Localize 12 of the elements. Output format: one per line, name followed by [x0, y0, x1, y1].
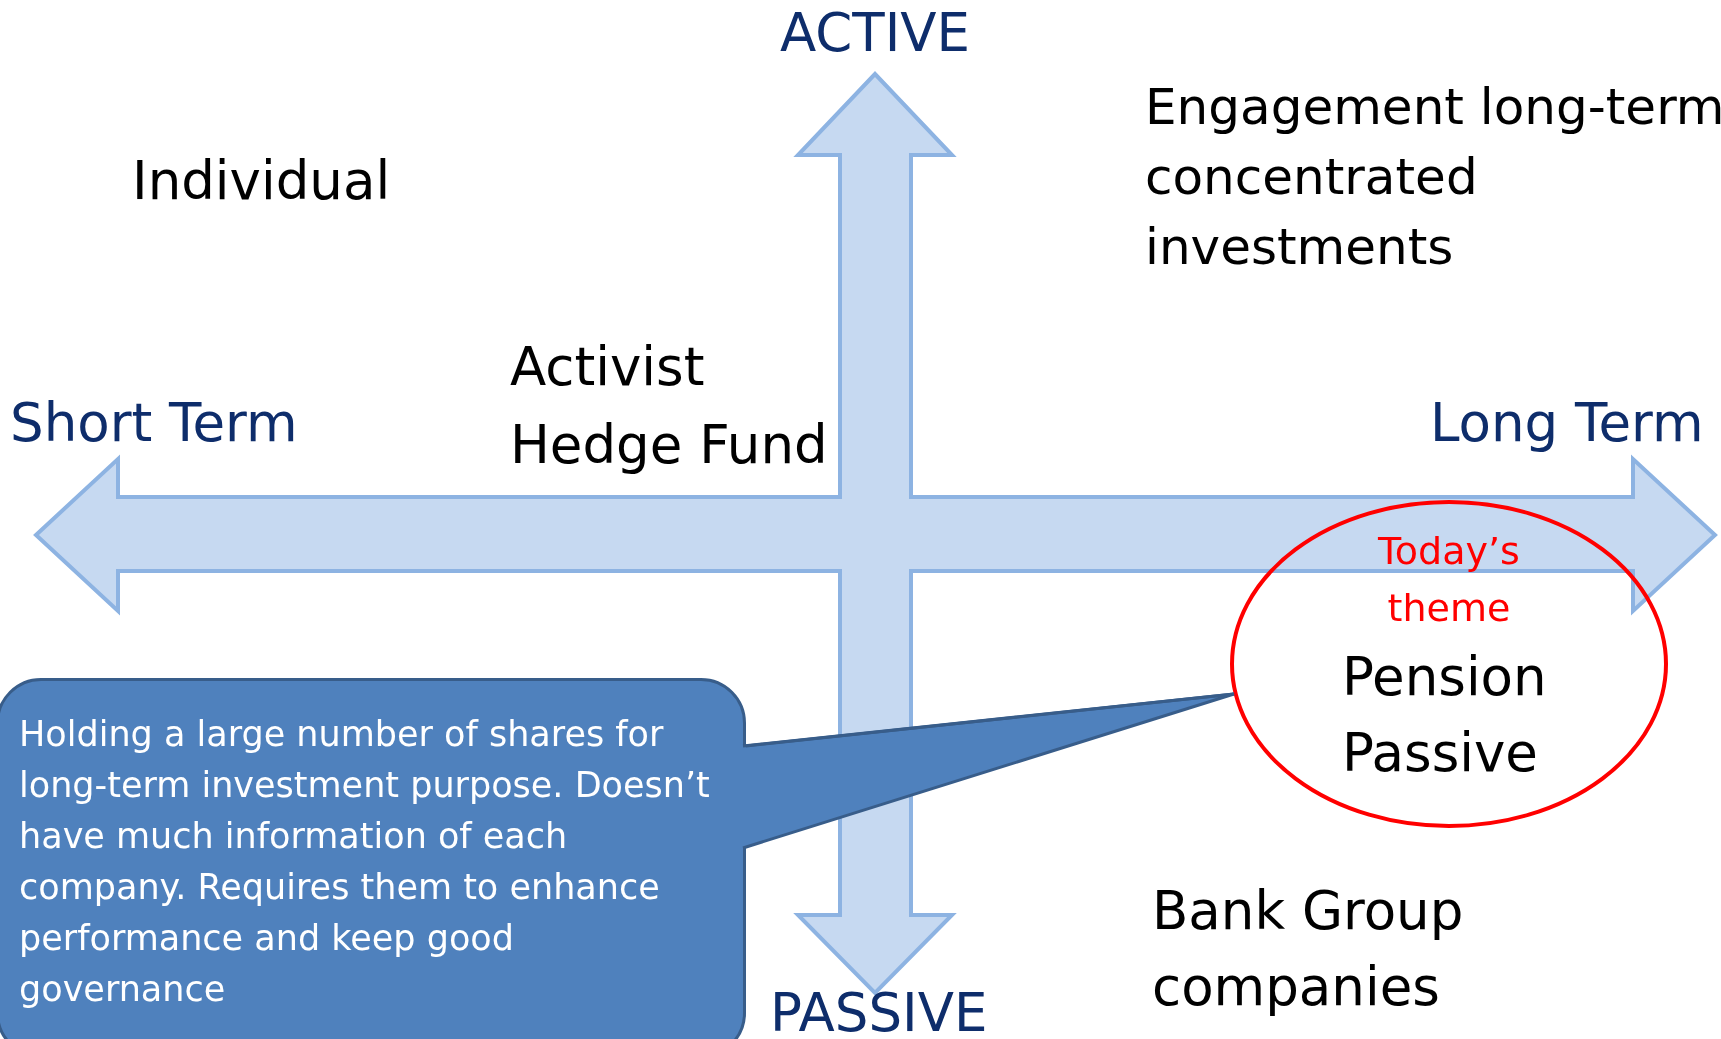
quadrant-label: Pension Passive [1342, 645, 1548, 785]
callout-text: Holding a large number of shares for long-term investment purpose. Doesn’t have much information of each company. Requires them to enhance performance and keep good governance [19, 713, 711, 1011]
quadrant-label: Individual [132, 149, 392, 213]
highlight-ellipse [1229, 499, 1669, 829]
quadrant-label: Bank Group companies [1152, 879, 1465, 1019]
axis-label: Short Term [10, 391, 299, 455]
quadrant-label: Engagement long-term concentrated investments [1145, 77, 1721, 278]
speech-bubble [0, 678, 746, 1039]
quadrant-label: Activist Hedge Fund [510, 335, 829, 477]
axis-label: Long Term [1430, 391, 1705, 455]
axis-label: ACTIVE [780, 1, 970, 65]
highlight-note: Today’s theme [1377, 528, 1521, 632]
